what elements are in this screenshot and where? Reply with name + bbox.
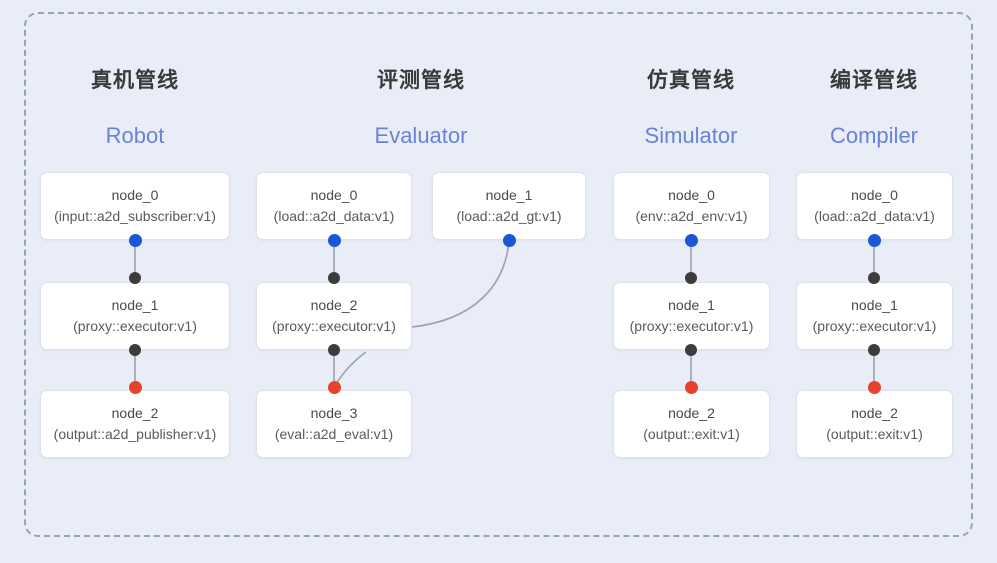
port-black-robot-p1[interactable]	[129, 272, 141, 284]
port-black-comp-p2[interactable]	[868, 344, 880, 356]
port-black-sim-p1[interactable]	[685, 272, 697, 284]
node-title: node_0	[668, 187, 715, 204]
node-subtitle: (env::a2d_env:v1)	[635, 207, 748, 224]
node-box-sim-node-2[interactable]: node_2(output::exit:v1)	[613, 390, 770, 458]
node-subtitle: (proxy::executor:v1)	[812, 317, 937, 334]
column-heading-compiler: 编译管线	[830, 69, 918, 92]
node-title: node_1	[851, 297, 898, 314]
port-blue-eval-p0[interactable]	[327, 233, 341, 247]
node-title: node_1	[668, 297, 715, 314]
node-box-eval-node-2[interactable]: node_2(proxy::executor:v1)	[256, 282, 412, 350]
node-subtitle: (load::a2d_data:v1)	[814, 207, 935, 224]
node-subtitle: (output::exit:v1)	[643, 425, 740, 442]
node-title: node_1	[485, 187, 533, 204]
node-subtitle: (input::a2d_subscriber:v1)	[54, 207, 216, 224]
port-blue-robot-p0[interactable]	[128, 233, 142, 247]
column-heading-simulator: 仿真管线	[647, 69, 735, 92]
column-subtitle-simulator: Simulator	[644, 123, 738, 148]
node-box-robot-node-0[interactable]: node_0(input::a2d_subscriber:v1)	[40, 172, 230, 240]
port-red-robot-p3[interactable]	[128, 380, 142, 394]
node-box-sim-node-0[interactable]: node_0(env::a2d_env:v1)	[613, 172, 770, 240]
column-heading-robot: 真机管线	[91, 69, 179, 92]
node-title: node_2	[668, 405, 715, 422]
port-red-sim-p3[interactable]	[684, 380, 698, 394]
column-heading-evaluator: 评测管线	[377, 69, 465, 92]
node-title: node_2	[310, 297, 358, 314]
node-subtitle: (output::exit:v1)	[826, 425, 923, 442]
node-box-comp-node-2[interactable]: node_2(output::exit:v1)	[796, 390, 953, 458]
port-black-eval-p2[interactable]	[328, 272, 340, 284]
column-subtitle-compiler: Compiler	[829, 123, 919, 148]
node-box-robot-node-1[interactable]: node_1(proxy::executor:v1)	[40, 282, 230, 350]
port-black-eval-p3[interactable]	[328, 344, 340, 356]
column-subtitle-robot: Robot	[105, 123, 165, 148]
node-box-eval-node-0[interactable]: node_0(load::a2d_data:v1)	[256, 172, 412, 240]
node-title: node_2	[111, 405, 159, 422]
port-red-eval-p4[interactable]	[327, 380, 341, 394]
node-box-comp-node-1[interactable]: node_1(proxy::executor:v1)	[796, 282, 953, 350]
node-title: node_0	[851, 187, 898, 204]
node-subtitle: (eval::a2d_eval:v1)	[274, 425, 394, 442]
node-title: node_0	[310, 187, 358, 204]
node-subtitle: (load::a2d_gt:v1)	[456, 207, 562, 224]
port-black-comp-p1[interactable]	[868, 272, 880, 284]
node-subtitle: (output::a2d_publisher:v1)	[53, 425, 217, 442]
port-red-comp-p3[interactable]	[867, 380, 881, 394]
node-subtitle: (load::a2d_data:v1)	[273, 207, 395, 224]
node-title: node_0	[111, 187, 159, 204]
port-blue-eval-p1[interactable]	[502, 233, 516, 247]
port-black-sim-p2[interactable]	[685, 344, 697, 356]
node-subtitle: (proxy::executor:v1)	[629, 317, 754, 334]
port-blue-sim-p0[interactable]	[684, 233, 698, 247]
node-box-comp-node-0[interactable]: node_0(load::a2d_data:v1)	[796, 172, 953, 240]
node-title: node_1	[111, 297, 159, 314]
node-box-eval-node-3[interactable]: node_3(eval::a2d_eval:v1)	[256, 390, 412, 458]
edge-eval-e2	[411, 240, 510, 328]
node-title: node_2	[851, 405, 898, 422]
node-box-sim-node-1[interactable]: node_1(proxy::executor:v1)	[613, 282, 770, 350]
node-subtitle: (proxy::executor:v1)	[272, 317, 396, 334]
column-subtitle-evaluator: Evaluator	[374, 123, 468, 148]
node-title: node_3	[310, 405, 358, 422]
port-blue-comp-p0[interactable]	[867, 233, 881, 247]
port-black-robot-p2[interactable]	[129, 344, 141, 356]
node-box-eval-node-1[interactable]: node_1(load::a2d_gt:v1)	[432, 172, 586, 240]
node-box-robot-node-2[interactable]: node_2(output::a2d_publisher:v1)	[40, 390, 230, 458]
node-subtitle: (proxy::executor:v1)	[73, 317, 197, 334]
